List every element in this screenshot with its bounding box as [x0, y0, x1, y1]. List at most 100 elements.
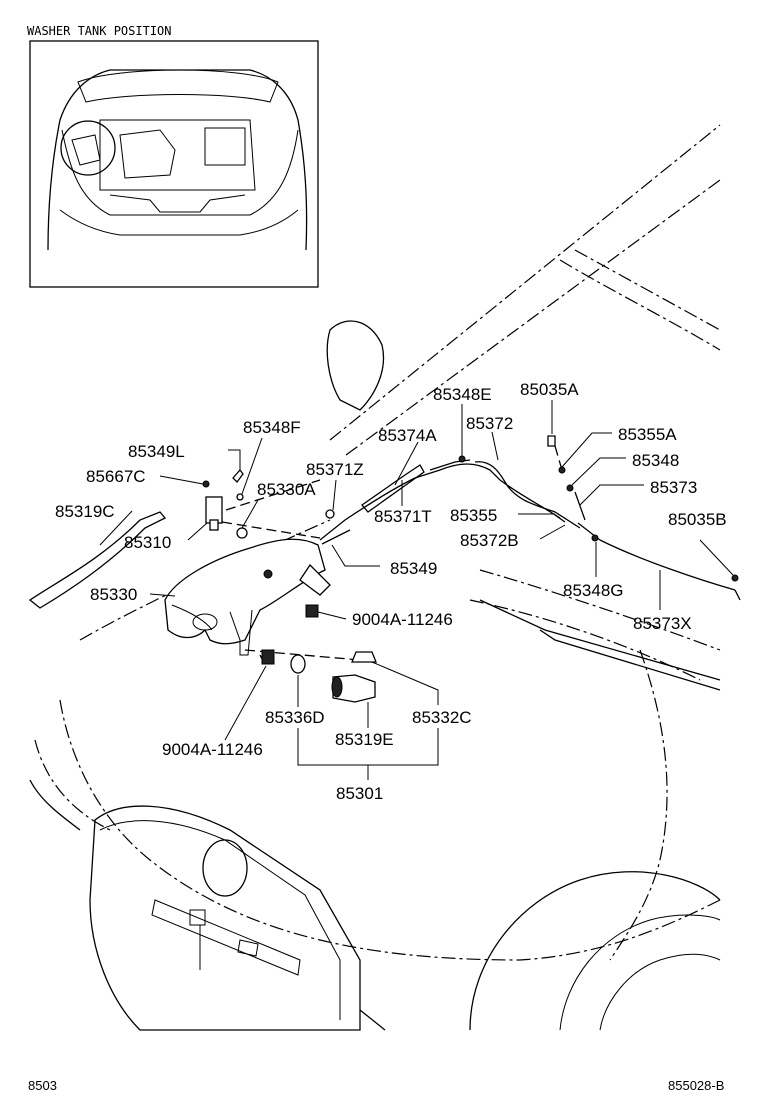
inset-hood-edge [77, 69, 279, 103]
inset-panel: WASHER TANK POSITION [27, 24, 319, 288]
grille-inner-line [99, 820, 341, 1020]
a-pillar-line-1 [329, 124, 721, 441]
part-85319c [28, 511, 167, 609]
part-85336d-oring [290, 654, 306, 674]
conn-pump-hose [225, 479, 321, 511]
inset-bay-outline [61, 129, 299, 216]
headlight-edge [34, 739, 111, 831]
conn-85035a [554, 445, 563, 471]
label-85348e: 85348E [433, 385, 492, 404]
hose-main-route [319, 463, 561, 541]
leader-lines [99, 400, 734, 780]
label-85373: 85373 [650, 478, 697, 497]
emblem [202, 839, 248, 897]
label-85330a: 85330A [257, 480, 316, 499]
label-85355: 85355 [450, 506, 497, 525]
part-85310-outlet [209, 519, 219, 531]
inset-radiator [109, 194, 246, 213]
leader-85319c [99, 510, 133, 546]
hood-lower-edge [59, 699, 721, 961]
leader-85310 [187, 522, 208, 541]
wheel-tire [559, 914, 721, 1031]
label-85374a: 85374A [378, 426, 437, 445]
inset-frame [29, 40, 319, 288]
wheel-arch [469, 871, 721, 1031]
part-85332c [351, 651, 377, 663]
leader-85330a [241, 499, 259, 529]
label-85330: 85330 [90, 585, 137, 604]
leader-85372b [539, 524, 566, 540]
label-85035b: 85035B [668, 510, 727, 529]
label-85349l: 85349L [128, 442, 185, 461]
tank-bracket [229, 609, 253, 656]
hose-85349 [321, 529, 351, 545]
label-85301: 85301 [336, 784, 383, 803]
conn-pump-tank [221, 521, 321, 539]
part-85035a [547, 435, 556, 447]
tank-grommet [263, 569, 273, 579]
label-85319e: 85319E [335, 730, 394, 749]
hose-85373x [577, 522, 736, 591]
cowl-panel-2 [539, 629, 721, 691]
leader-85371z [332, 479, 337, 511]
inset-battery [204, 127, 246, 166]
label-85373x: 85373X [633, 614, 692, 633]
bumper-lip [359, 1009, 386, 1031]
roof-line [559, 259, 721, 351]
part-85374a-hose [361, 464, 425, 513]
leader-85348f [241, 437, 263, 495]
label-85348f: 85348F [243, 418, 301, 437]
label-85372: 85372 [466, 414, 513, 433]
part-85372-hose [474, 461, 581, 529]
vehicle-outline [29, 124, 721, 1031]
label-85319c: 85319C [55, 502, 115, 521]
leader-85349 [331, 544, 380, 567]
part-85348f [236, 493, 244, 501]
label-85310: 85310 [124, 533, 171, 552]
leader-85035b [699, 539, 734, 576]
part-9004a-bolt-upper [305, 604, 319, 618]
inset-engine-part [119, 129, 176, 179]
a-pillar-line-2 [345, 179, 721, 456]
wheel-rim [599, 953, 721, 1031]
label-85348g: 85348G [563, 581, 624, 600]
cowl-panel [479, 599, 721, 681]
part-85348e [458, 455, 466, 463]
leader-85374a [394, 441, 419, 486]
inset-body-outline [47, 69, 308, 251]
part-85371z [325, 509, 335, 519]
part-85355a [558, 466, 566, 474]
leader-85355a [561, 432, 612, 468]
cowl-line-1 [479, 569, 721, 651]
inset-engine-block [99, 119, 256, 191]
part-85330-washer-tank [164, 538, 326, 645]
leader-85332c [371, 661, 439, 705]
inset-highlight-circle [60, 120, 116, 176]
label-85349: 85349 [390, 559, 437, 578]
grille-bar [151, 899, 301, 976]
leader-85667c [159, 475, 204, 485]
leader-9004a-lower [224, 665, 267, 741]
hose-end [734, 589, 741, 601]
part-85373 [574, 491, 586, 521]
part-9004a-bolt-lower [261, 649, 275, 665]
tank-filler [192, 613, 218, 631]
inset-washer-tank [71, 134, 101, 166]
footer-right-code: 855028-B [668, 1078, 724, 1093]
inset-bumper [59, 209, 299, 236]
part-85348 [566, 484, 574, 492]
label-85355a: 85355A [618, 425, 677, 444]
leader-85349l [228, 449, 241, 470]
label-85332c: 85332C [412, 708, 472, 727]
leader-85348 [571, 457, 626, 486]
motor-end [331, 676, 343, 698]
roof-line-2 [574, 249, 721, 331]
label-85371t: 85371T [374, 507, 432, 526]
leader-9004a-upper [317, 611, 347, 620]
part-85349l [232, 468, 244, 483]
fender-edge [609, 649, 668, 961]
part-85667c [202, 480, 210, 488]
grille-sensor [189, 909, 206, 926]
footer-left-code: 8503 [28, 1078, 57, 1093]
grille-sensor-2 [237, 939, 259, 957]
